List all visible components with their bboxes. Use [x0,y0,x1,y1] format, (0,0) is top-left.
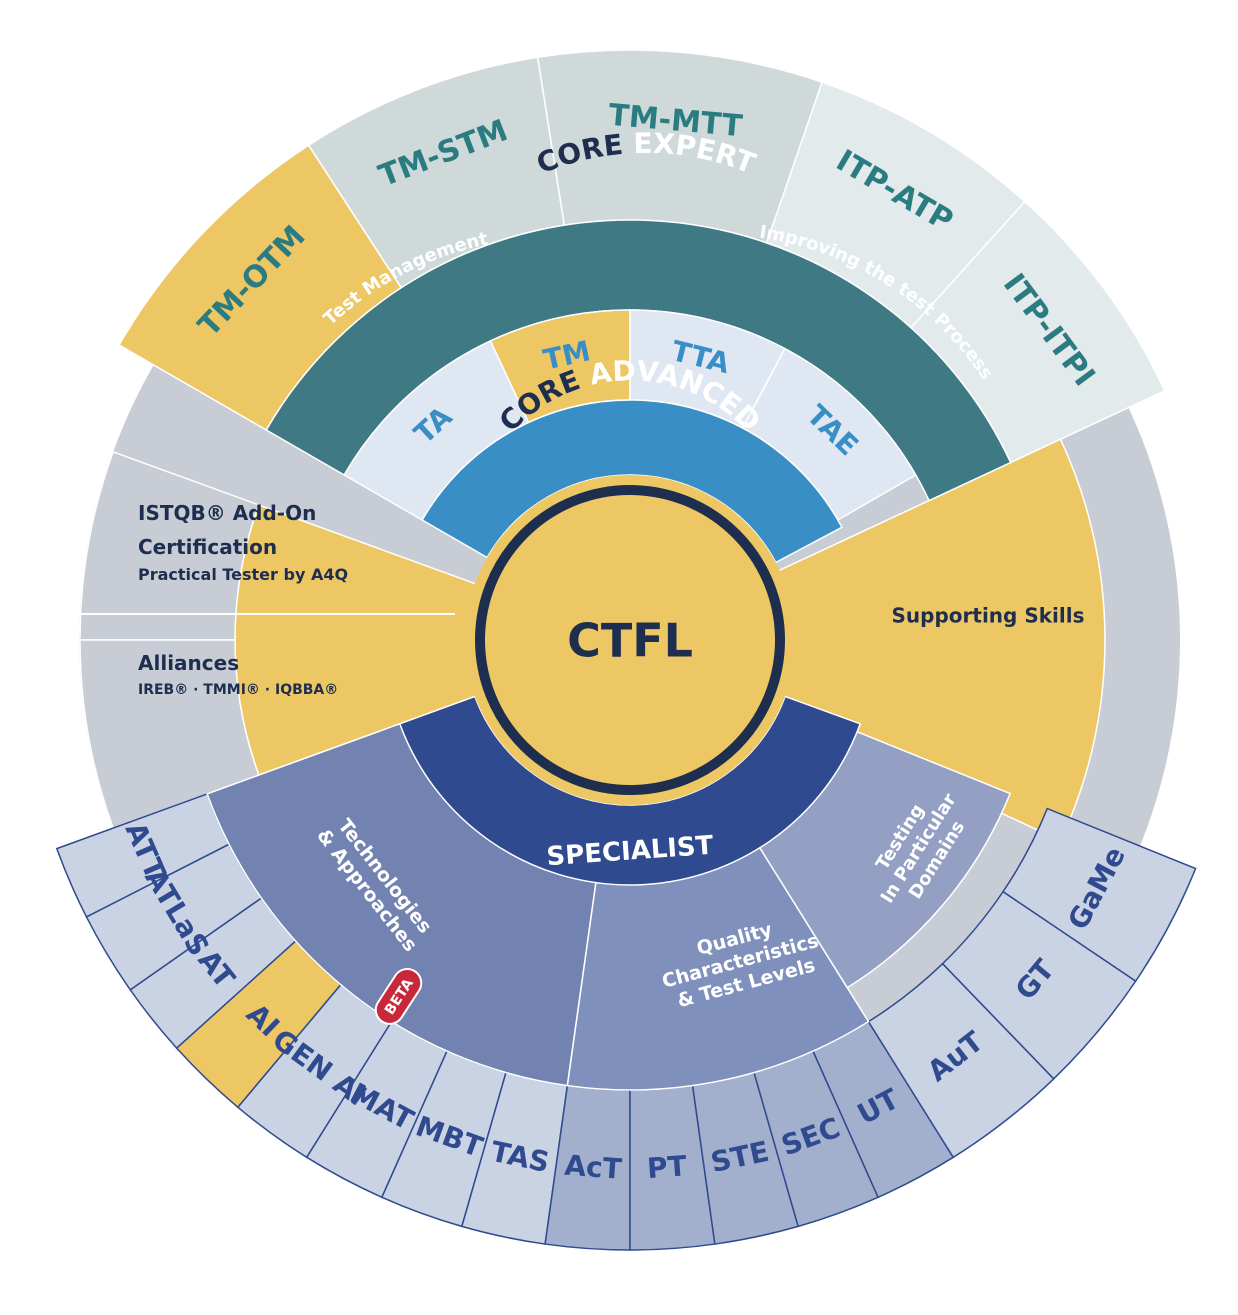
specialist-label-pt[interactable]: PT [646,1149,688,1185]
specialist-tile-game[interactable] [1002,807,1197,983]
add-on-subtitle: Practical Tester by A4Q [138,565,348,584]
add-on-sector[interactable] [79,450,260,641]
specialist-tile-gt[interactable] [941,890,1137,1080]
add-on-title-line2: Certification [138,535,277,559]
ctfl-ring [475,485,785,795]
alliances-subtitle: IREB® · TMMI® · IQBBA® [138,682,338,698]
beta-badge-pill [374,968,423,1025]
specialist-label-act[interactable]: AcT [563,1149,623,1186]
alliances-title: Alliances [138,651,239,675]
ctfl-label[interactable]: CTFL [567,614,693,668]
supporting-skills-sector[interactable] [628,438,1106,842]
alliances-sector[interactable] [79,639,260,830]
specialist-tile-aut[interactable] [867,962,1055,1159]
add-on-title-line1: ISTQB® Add-On [138,501,316,525]
supporting-skills-label: Supporting Skills [892,604,1085,628]
